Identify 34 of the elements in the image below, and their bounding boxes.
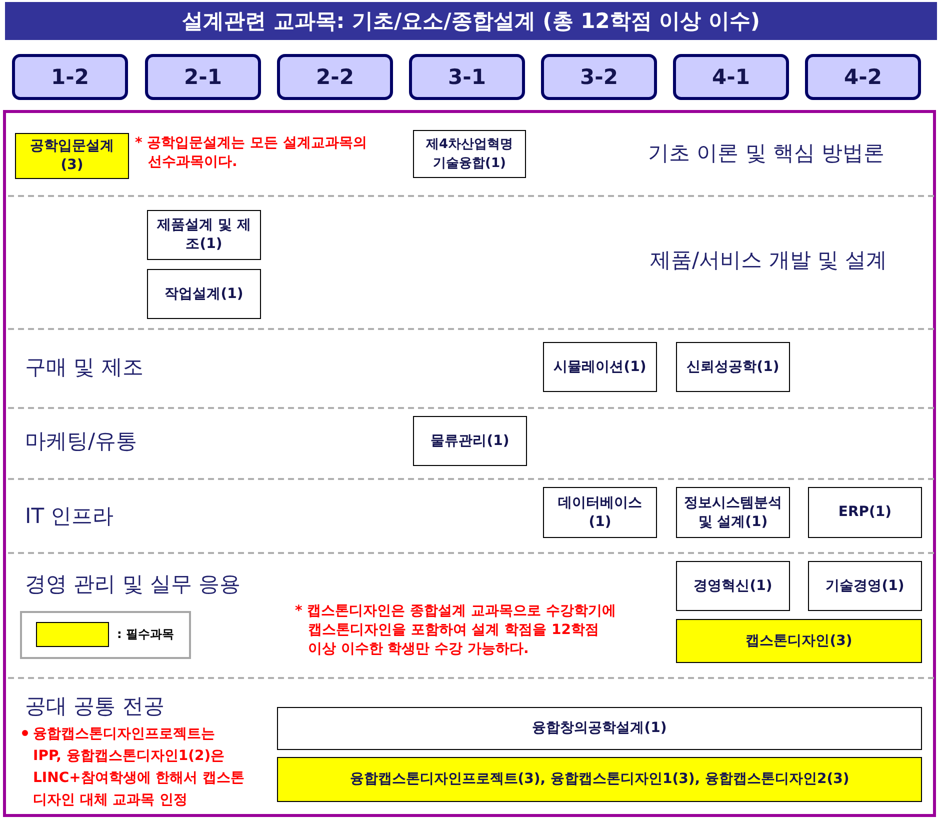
- course-box: 시뮬레이션(1): [543, 342, 657, 392]
- row-category-label: IT 인프라: [25, 503, 114, 529]
- semester-tab: 3-2: [541, 54, 657, 100]
- row-category-label: 공대 공통 전공: [25, 693, 164, 719]
- row-category-label: 제품/서비스 개발 및 설계: [650, 247, 888, 273]
- course-box: ERP(1): [808, 487, 922, 538]
- note-text: 융합캡스톤디자인프로젝트는 IPP, 융합캡스톤디자인1(2)은 LINC+참여학생에 한해서 캡스톤디자인 대체 교과목 인정: [33, 725, 246, 810]
- semester-tab: 1-2: [12, 54, 128, 100]
- course-box: 제4차산업혁명 기술융합(1): [413, 130, 526, 178]
- title-banner: 설계관련 교과목: 기초/요소/종합설계 (총 12학점 이상 이수): [5, 2, 937, 40]
- course-box: 제품설계 및 제조(1): [147, 210, 261, 260]
- course-box: 물류관리(1): [413, 416, 527, 466]
- row-category-label: 구매 및 제조: [25, 354, 144, 380]
- footnote-text: * 캡스톤디자인은 종합설계 교과목으로 수강학기에 캡스톤디자인을 포함하여 설계 학점을 12학점 이상 이수한 학생만 수강 가능하다.: [295, 602, 617, 659]
- required-course-box: 융합캡스톤디자인프로젝트(3), 융합캡스톤디자인1(3), 융합캡스톤디자인2(3): [277, 757, 922, 802]
- legend-label: : 필수과목: [117, 626, 174, 643]
- footnote-text: * 공학입문설계는 모든 설계교과목의 선수과목이다.: [135, 134, 368, 172]
- course-box: 신뢰성공학(1): [676, 342, 790, 392]
- course-box: 데이터베이스 (1): [543, 487, 657, 538]
- required-course-box: 캡스톤디자인(3): [676, 619, 922, 663]
- semester-tab: 3-1: [409, 54, 525, 100]
- semester-tab: 2-1: [145, 54, 261, 100]
- semester-tab: 4-2: [805, 54, 921, 100]
- course-box: 정보시스템분석 및 설계(1): [676, 487, 790, 538]
- row-category-label: 마케팅/유통: [25, 428, 138, 454]
- semester-tab: 4-1: [673, 54, 789, 100]
- required-course-box: 공학입문설계 (3): [15, 133, 129, 179]
- course-box: 경영혁신(1): [676, 561, 790, 611]
- course-box: 융합창의공학설계(1): [277, 707, 922, 750]
- semester-tab: 2-2: [277, 54, 393, 100]
- course-box: 작업설계(1): [147, 269, 261, 319]
- row-category-label: 경영 관리 및 실무 응용: [25, 571, 241, 597]
- row-category-label: 기초 이론 및 핵심 방법론: [648, 140, 885, 166]
- course-box: 기술경영(1): [808, 561, 922, 611]
